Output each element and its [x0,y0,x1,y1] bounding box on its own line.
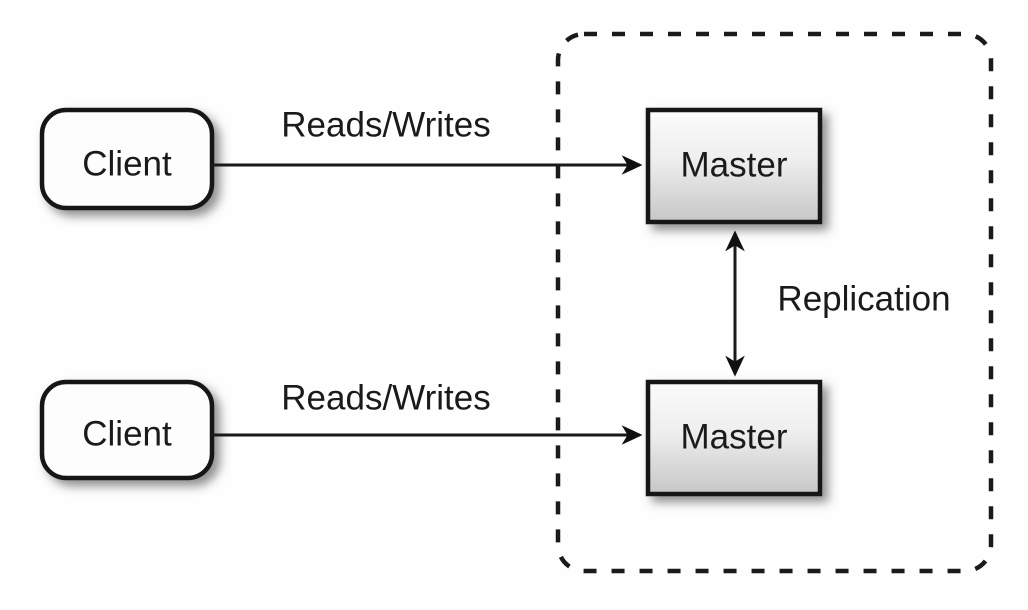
client-node-top[interactable]: Client [39,107,215,211]
master-node-top[interactable]: Master [645,107,823,225]
client-bottom-box [39,379,215,481]
client-top-box [39,107,215,211]
master-top-box [645,107,823,225]
client-bottom-label: Client [82,414,172,453]
edge-label-replication: Replication [777,279,950,318]
master-top-label: Master [681,145,788,184]
edge-label-reads-writes-bottom: Reads/Writes [281,378,490,417]
client-node-bottom[interactable]: Client [39,379,215,481]
master-bottom-label: Master [681,417,788,456]
edge-label-reads-writes-top: Reads/Writes [281,105,490,144]
master-node-bottom[interactable]: Master [645,379,823,497]
master-bottom-box [645,379,823,497]
client-top-label: Client [82,144,172,183]
